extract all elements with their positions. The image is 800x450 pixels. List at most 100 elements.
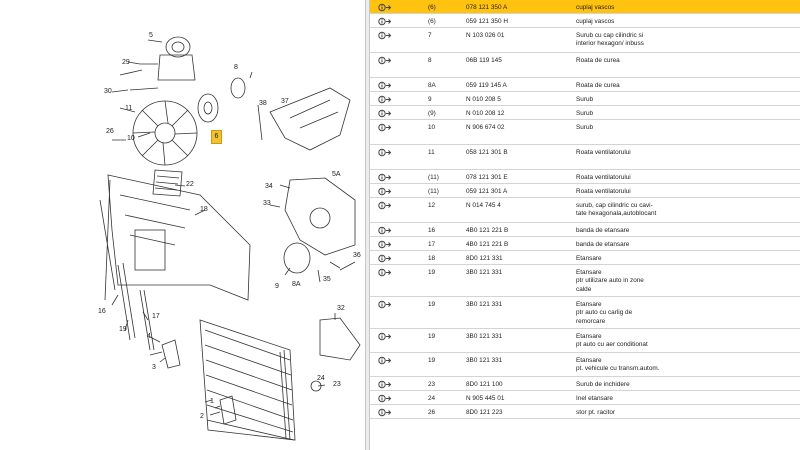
- callout-label[interactable]: 37: [281, 98, 289, 105]
- callout-label[interactable]: 17: [152, 313, 160, 320]
- callout-label[interactable]: 5A: [332, 171, 341, 178]
- callout-label[interactable]: 22: [186, 181, 194, 188]
- part-description: surub, cap cilindric cu cavi- tate hexag…: [576, 202, 657, 218]
- info-arrow-icon[interactable]: [378, 394, 392, 403]
- part-description: banda de etansare: [576, 227, 630, 234]
- callout-label[interactable]: 1: [210, 398, 214, 405]
- callout-label[interactable]: 2: [200, 413, 204, 420]
- info-arrow-icon[interactable]: [378, 187, 392, 196]
- callout-label[interactable]: 8: [234, 64, 238, 71]
- part-number: 8D0 121 331: [466, 255, 503, 262]
- info-arrow-icon[interactable]: [378, 148, 392, 157]
- info-arrow-icon[interactable]: [378, 300, 392, 309]
- info-arrow-icon[interactable]: [378, 95, 392, 104]
- part-number: N 905 445 01: [466, 395, 505, 402]
- part-number: 3B0 121 331: [466, 301, 503, 308]
- part-number: 3B0 121 331: [466, 333, 503, 340]
- callout-label[interactable]: 16: [98, 308, 106, 315]
- part-description: Surub cu cap cilindric si interior hexag…: [576, 32, 644, 48]
- part-number: N 906 674 02: [466, 124, 505, 131]
- callout-label[interactable]: 26: [106, 128, 114, 135]
- info-arrow-icon[interactable]: [378, 31, 392, 40]
- info-arrow-icon[interactable]: [378, 254, 392, 263]
- part-description: Etansare pt auto cu aer conditionat: [576, 333, 648, 349]
- callout-label[interactable]: 8A: [292, 281, 301, 288]
- part-number: 059 121 301 A: [466, 188, 508, 195]
- info-arrow-icon[interactable]: [378, 408, 392, 417]
- callout-label[interactable]: 9: [275, 283, 279, 290]
- info-arrow-icon[interactable]: [378, 268, 392, 277]
- info-arrow-icon[interactable]: [378, 123, 392, 132]
- callout-label[interactable]: 30: [104, 88, 112, 95]
- info-arrow-icon[interactable]: [378, 56, 392, 65]
- info-arrow-icon[interactable]: [378, 81, 392, 90]
- callout-label[interactable]: 4: [147, 333, 151, 340]
- part-number: N 010 208 12: [466, 110, 505, 117]
- callout-label[interactable]: 33: [263, 200, 271, 207]
- info-arrow-icon[interactable]: [378, 226, 392, 235]
- callout-label[interactable]: 19: [119, 326, 127, 333]
- position-number: 17: [428, 241, 436, 248]
- callout-label[interactable]: 24: [317, 375, 325, 382]
- info-arrow-icon[interactable]: [378, 240, 392, 249]
- info-arrow-icon[interactable]: [378, 173, 392, 182]
- highlighted-callout-marker[interactable]: 6: [211, 130, 222, 144]
- info-arrow-icon[interactable]: [378, 332, 392, 341]
- callout-label[interactable]: 32: [337, 305, 345, 312]
- callout-label[interactable]: 11: [125, 105, 133, 112]
- part-description: Roata ventilatorului: [576, 174, 631, 181]
- callout-label[interactable]: 10: [127, 135, 135, 142]
- callout-label[interactable]: 36: [353, 252, 361, 259]
- info-arrow-icon[interactable]: [378, 356, 392, 365]
- info-arrow-icon[interactable]: [378, 17, 392, 26]
- callout-label[interactable]: 38: [259, 100, 267, 107]
- position-number: 8A: [428, 82, 436, 89]
- part-number: 8D0 121 100: [466, 381, 503, 388]
- part-number: 078 121 350 A: [466, 4, 508, 11]
- position-number: 9: [428, 96, 432, 103]
- part-description: Roata ventilatorului: [576, 188, 631, 195]
- part-number: 059 121 350 H: [466, 18, 508, 25]
- part-description: banda de etansare: [576, 241, 630, 248]
- callout-label[interactable]: 35: [323, 276, 331, 283]
- info-arrow-icon[interactable]: [378, 201, 392, 210]
- callout-label[interactable]: 3: [152, 364, 156, 371]
- part-number: 078 121 301 E: [466, 174, 508, 181]
- callout-label[interactable]: 23: [333, 381, 341, 388]
- callout-label[interactable]: 5: [149, 32, 153, 39]
- callout-label[interactable]: 18: [200, 206, 208, 213]
- position-number: 18: [428, 255, 436, 262]
- part-number: 8D0 121 223: [466, 409, 503, 416]
- callout-label[interactable]: 34: [265, 183, 273, 190]
- info-arrow-icon[interactable]: [378, 380, 392, 389]
- callout-label[interactable]: 29: [122, 59, 130, 66]
- pane-divider[interactable]: [365, 0, 370, 450]
- part-description: Etansare ptr utilizare auto in zone cald…: [576, 269, 644, 293]
- info-arrow-icon[interactable]: [378, 3, 392, 12]
- info-arrow-icon[interactable]: [378, 109, 392, 118]
- position-number: (9): [428, 110, 436, 117]
